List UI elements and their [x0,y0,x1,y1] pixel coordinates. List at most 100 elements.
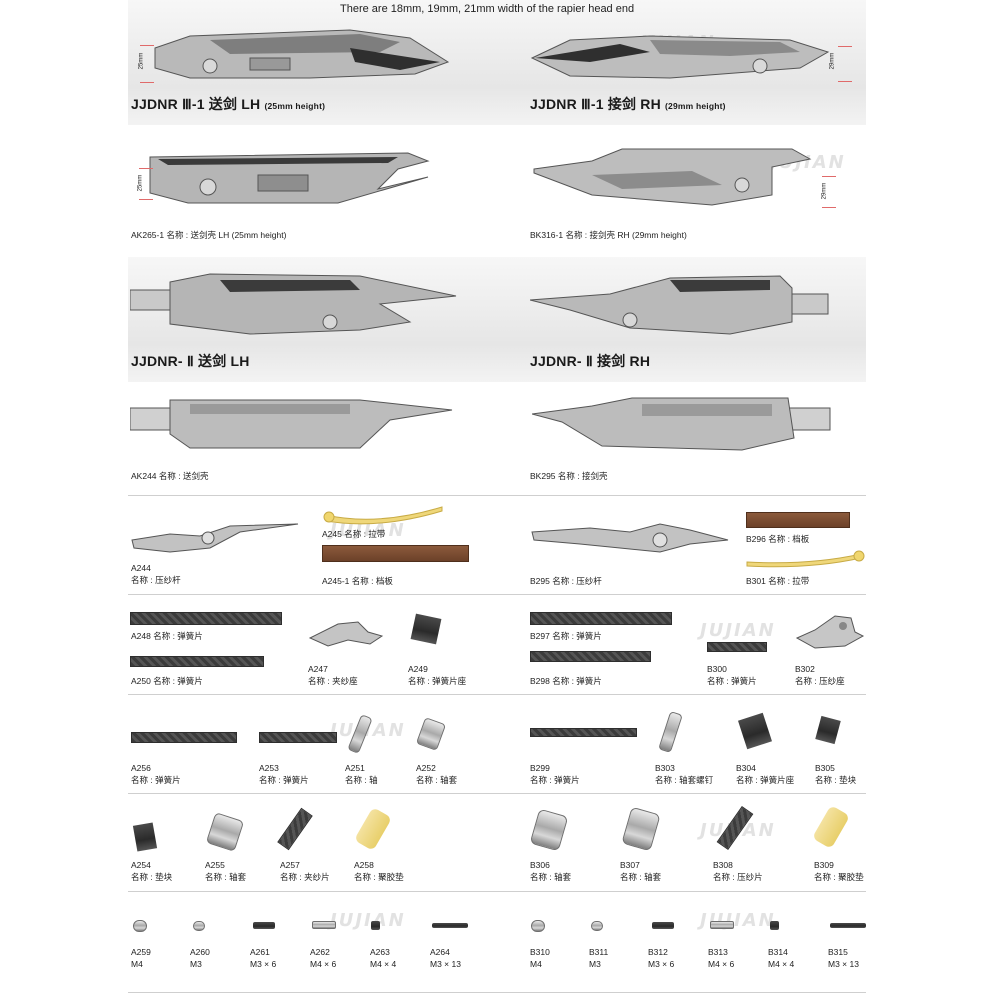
part-name: 名称 : 弹簧片 [707,676,757,686]
part-code: A262 [310,947,330,957]
baffle-plate-image [746,512,850,528]
yarn-press-lever-image [531,523,729,553]
part-name: M4 × 6 [310,959,337,969]
title-note: (25mm height) [264,101,326,111]
part-caption: AK265-1 名称 : 送剑壳 LH (25mm height) [131,230,287,240]
bushing-image [621,806,661,852]
row-divider [128,495,866,496]
part-label: A250 名称 : 弹簧片 [131,676,203,686]
part-label: B296 名称 : 档板 [746,534,810,544]
part-code: A244 [131,563,151,573]
part-name: 名称 : 轴套 [530,872,572,882]
housing-ii-rh-image [532,397,831,451]
part-name: M4 × 6 [708,959,735,969]
part-label: A248 名称 : 弹簧片 [131,631,203,641]
part-code: B307 [620,860,640,870]
part-name: 名称 : 夹纱片 [280,872,330,882]
part-code: A260 [190,947,210,957]
part-code: B304 [736,763,756,773]
spring-seat-image [410,613,442,645]
bushing-image [205,812,245,852]
part-code: A249 [408,664,428,674]
part-code: B303 [655,763,675,773]
yarn-clamp-leaf-image [277,807,313,851]
dimension-marker [822,176,836,208]
bushing-screw-image [658,710,683,754]
part-code: B302 [795,664,815,674]
part-name: 名称 : 轴套 [416,775,458,785]
part-name: 名称 : 压纱片 [713,872,763,882]
rapier-head-rh-image [530,35,830,79]
spring-leaf-image [530,651,651,662]
dimension-label: 25mm [137,174,144,192]
nut-image [591,921,603,931]
screw-image [253,922,275,929]
part-name: M3 × 6 [648,959,675,969]
part-name: 名称 : 轴套 [620,872,662,882]
part-code: B312 [648,947,668,957]
watermark: JUJIAN [330,910,406,931]
part-code: B300 [707,664,727,674]
yarn-clamp-seat-image [308,621,384,647]
part-code: B309 [814,860,834,870]
part-code: A251 [345,763,365,773]
screw-image [652,922,674,929]
part-code: A252 [416,763,436,773]
pull-tape-image [323,506,443,525]
part-code: B314 [768,947,788,957]
part-code: A261 [250,947,270,957]
watermark: JUJIAN [700,620,776,641]
title-text: JJDNR Ⅲ-1 接剑 RH [530,96,661,112]
part-caption: BK295 名称 : 接剑壳 [530,471,608,481]
part-name: 名称 : 弹簧片座 [408,676,467,686]
pad-block-image [132,822,158,852]
product-title-ii-rh: JJDNR- Ⅱ 接剑 RH [530,353,651,369]
dimension-label: 25mm [138,52,145,70]
spring-leaf-image [259,732,337,743]
part-name: 名称 : 弹簧片 [131,775,181,785]
part-label: A245 名称 : 拉带 [322,529,386,539]
part-name: M4 [530,959,542,969]
spring-leaf-image [530,728,637,737]
screw-image [312,921,336,929]
dimension-marker [838,46,852,82]
part-name: M3 × 13 [828,959,859,969]
nut-image [531,920,545,932]
spring-leaf-image [130,656,264,667]
part-name: M4 [131,959,143,969]
part-code: B315 [828,947,848,957]
part-code: A264 [430,947,450,957]
spring-leaf-image [530,612,672,625]
part-name: 名称 : 垫块 [815,775,857,785]
screw-image [371,921,380,930]
part-name: 名称 : 弹簧片座 [736,775,795,785]
part-code: B306 [530,860,550,870]
part-code: A254 [131,860,151,870]
part-name: 名称 : 轴套螺钉 [655,775,714,785]
header-note: There are 18mm, 19mm, 21mm width of the … [340,3,635,15]
dimension-label: 29mm [821,182,828,200]
part-name: 名称 : 聚胶垫 [354,872,404,882]
press-seat-image [795,615,865,649]
part-code: A258 [354,860,374,870]
spring-seat-image [738,712,772,750]
rapier-head-lh-image [154,29,450,79]
rubber-pad-image [811,805,851,849]
yarn-press-lever-image [131,523,299,553]
part-label: B298 名称 : 弹簧片 [530,676,602,686]
part-caption: AK244 名称 : 送剑壳 [131,471,209,481]
part-code: B305 [815,763,835,773]
part-name: 名称 : 压纱杆 [131,575,181,585]
pull-tape-image [746,550,865,568]
title-text: JJDNR Ⅲ-1 送剑 LH [131,96,261,112]
product-title-ii-lh: JJDNR- Ⅱ 送剑 LH [131,353,250,369]
part-code: A247 [308,664,328,674]
part-label: A245-1 名称 : 档板 [322,576,393,586]
product-title-rh: JJDNR Ⅲ-1 接剑 RH (29mm height) [530,94,726,114]
part-code: B310 [530,947,550,957]
part-name: M4 × 4 [768,959,795,969]
part-label: B295 名称 : 压纱杆 [530,576,602,586]
row-divider [128,891,866,892]
spring-leaf-image [130,612,282,625]
part-name: 名称 : 夹纱座 [308,676,358,686]
